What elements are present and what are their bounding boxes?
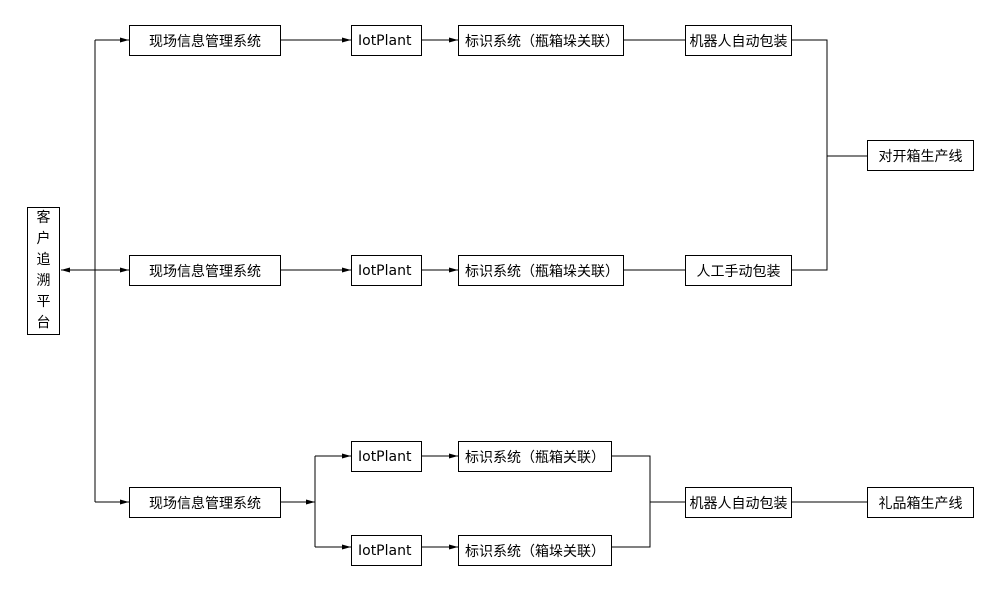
iotplant-node-1: IotPlant [351,25,422,56]
trace-platform-char: 台 [36,315,51,331]
robot-packaging-node-1: 机器人自动包装 [685,25,792,56]
iotplant-node-3b: IotPlant [351,535,422,566]
robot-packaging-node-3: 机器人自动包装 [685,487,792,518]
marking-system-node-3a: 标识系统（瓶箱关联） [458,441,612,472]
connector-marking-3a-merge [612,455,651,502]
trace-platform-char: 户 [36,231,51,247]
iotplant-node-3a: IotPlant [351,441,422,472]
marking-system-node-3b: 标识系统（箱垛关联） [458,535,612,566]
connector-pack-2-merge [792,156,828,271]
manual-packaging-node: 人工手动包装 [685,255,792,286]
marking-system-node-1: 标识系统（瓶箱垛关联） [458,25,624,56]
trace-platform-char: 溯 [36,273,51,289]
trace-platform-char: 客 [36,210,51,226]
gift-box-production-line-node: 礼品箱生产线 [867,487,974,518]
open-box-production-line-node: 对开箱生产线 [867,140,974,171]
site-info-system-node-1: 现场信息管理系统 [129,25,281,56]
trace-platform-node: 客 户 追 溯 平 台 [27,207,60,335]
marking-system-node-2: 标识系统（瓶箱垛关联） [458,255,624,286]
trace-platform-char: 追 [36,252,51,268]
iotplant-node-2: IotPlant [351,255,422,286]
connector-marking-3b-merge [612,502,651,548]
site-info-system-node-3: 现场信息管理系统 [129,487,281,518]
site-info-system-node-2: 现场信息管理系统 [129,255,281,286]
trace-platform-char: 平 [36,294,51,310]
connector-pack-1-merge [792,39,828,156]
